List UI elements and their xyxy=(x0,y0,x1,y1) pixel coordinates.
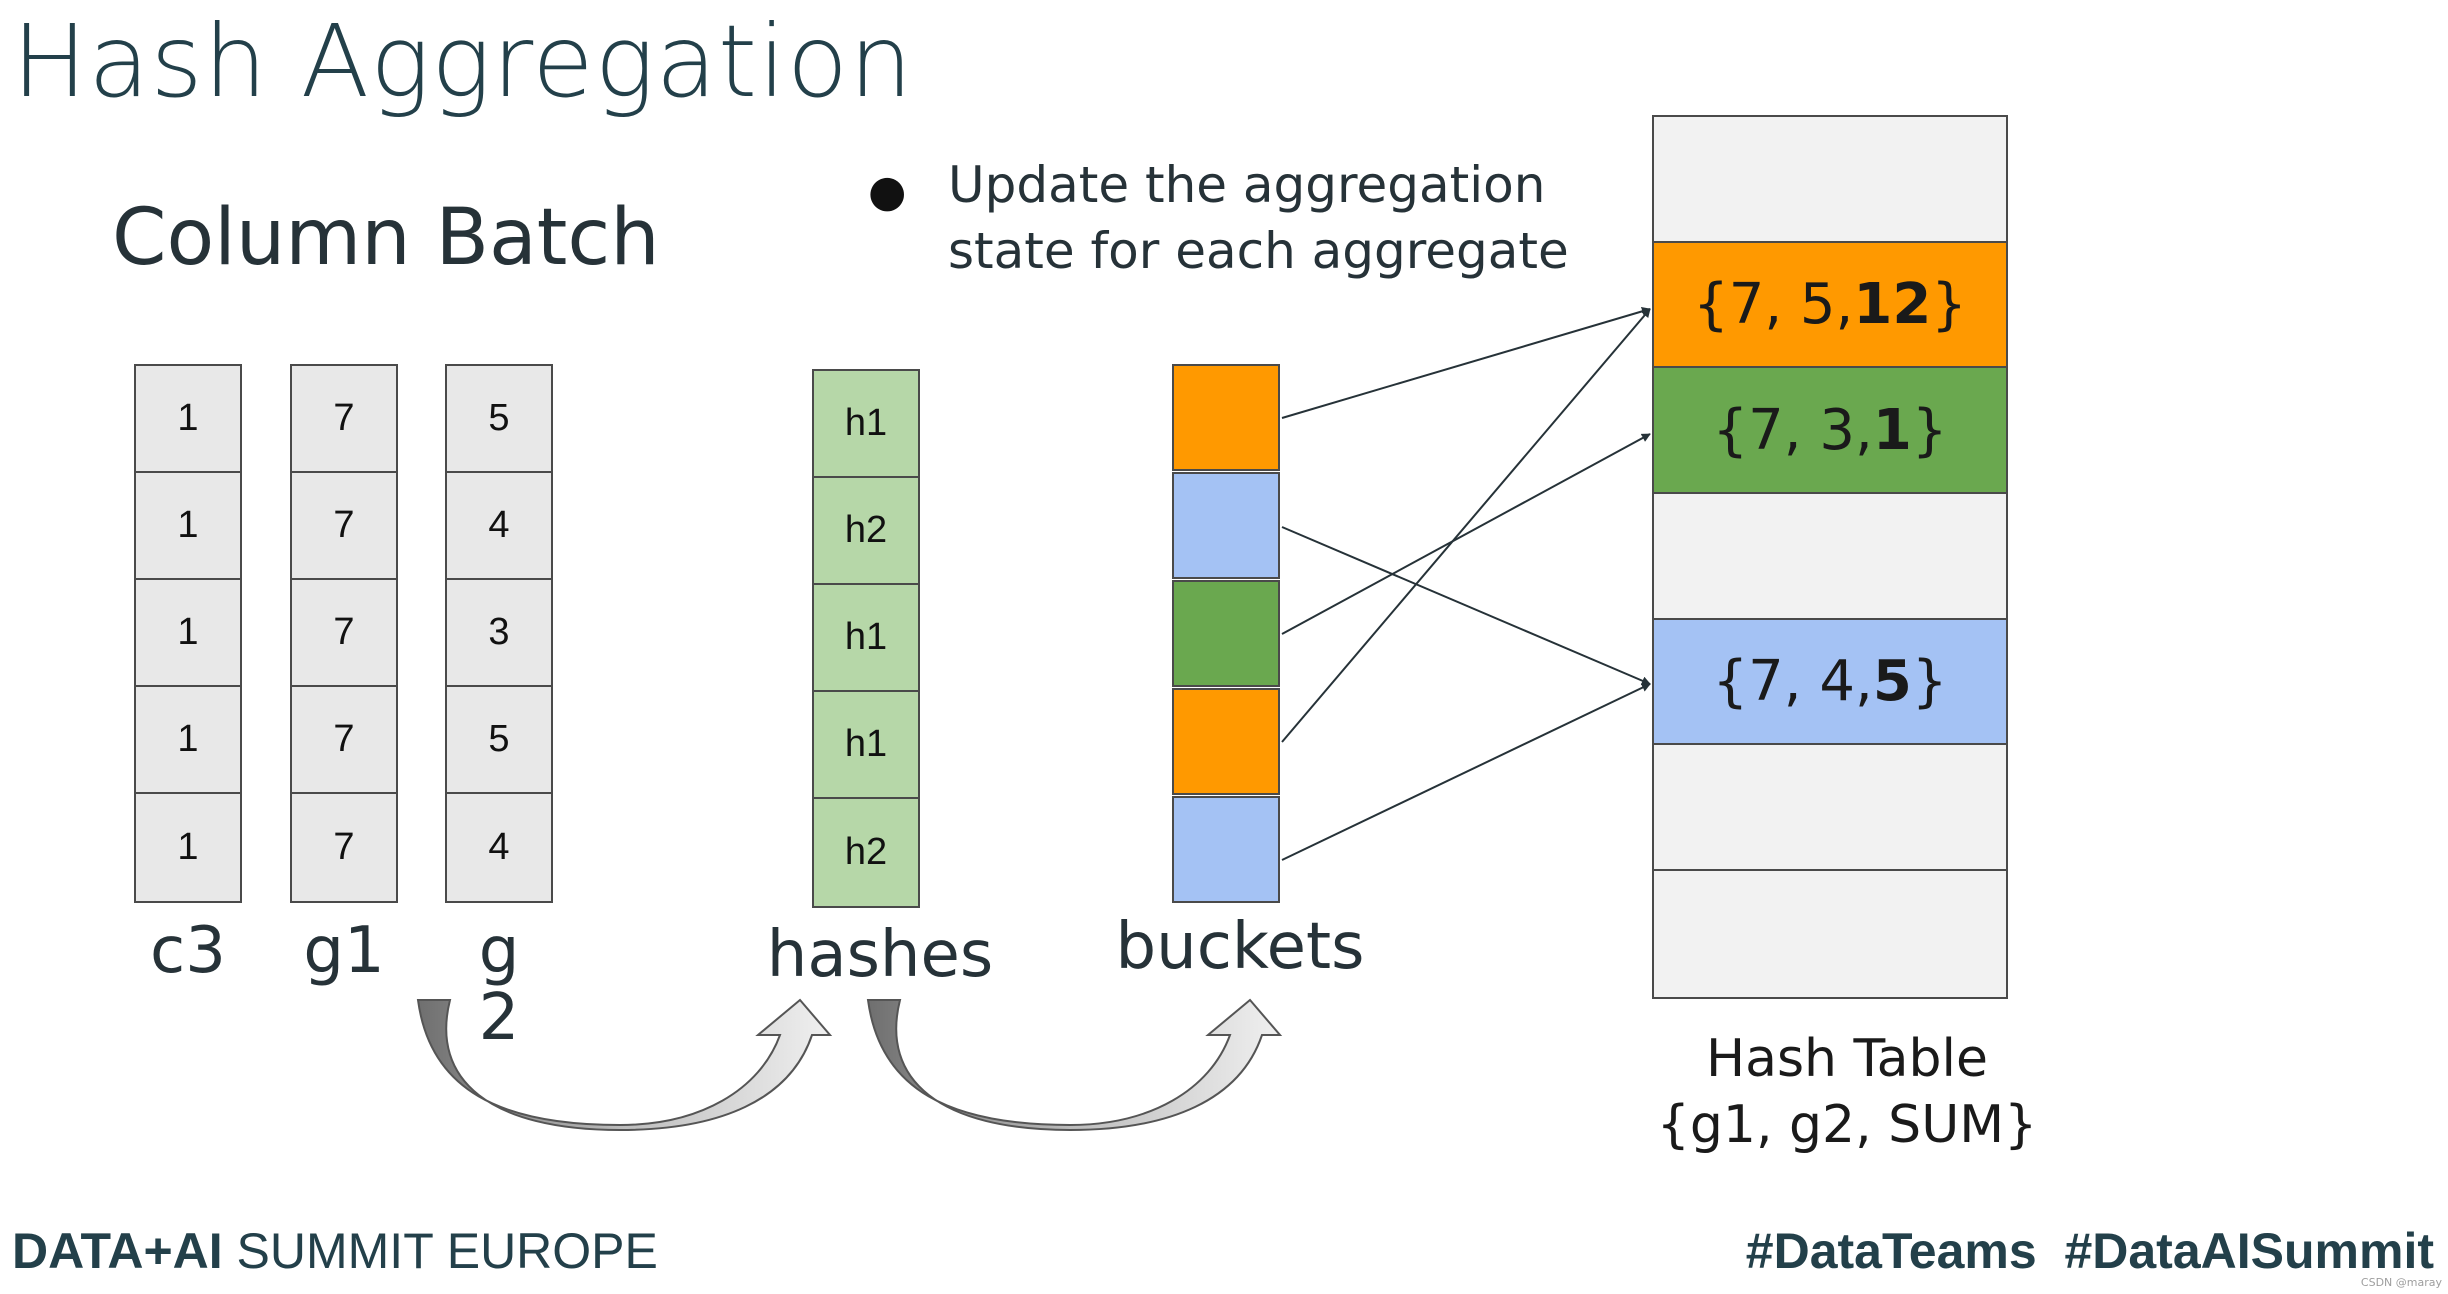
cell: 1 xyxy=(136,687,240,794)
hash-table-row-sum: 12 xyxy=(1853,272,1932,338)
column-label-c3: c3 xyxy=(150,914,226,988)
bullet-point: ● Update the aggregation state for each … xyxy=(868,152,1588,284)
bucket-cell xyxy=(1172,472,1280,579)
cell: 7 xyxy=(292,687,396,794)
cell: 4 xyxy=(447,473,551,580)
hashes-label: hashes xyxy=(766,918,994,992)
bucket-cell xyxy=(1172,364,1280,471)
column-label-g2-line-2: 2 xyxy=(478,981,520,1056)
brand-bold-text: DATA+AI xyxy=(12,1223,223,1279)
hash-table-row-prefix: {7, 4, xyxy=(1712,649,1873,715)
hash-table-row xyxy=(1654,871,2006,997)
hash-cell: h1 xyxy=(814,585,918,692)
hash-table-row-sum: 1 xyxy=(1872,397,1912,463)
buckets-label: buckets xyxy=(1115,910,1365,984)
curved-arrow-icon xyxy=(416,998,833,1132)
cell: 7 xyxy=(292,366,396,473)
brand-rest-text: SUMMIT EUROPE xyxy=(222,1223,658,1279)
hash-table-row xyxy=(1654,117,2006,243)
cell: 7 xyxy=(292,794,396,901)
cell: 5 xyxy=(447,687,551,794)
hash-cell: h1 xyxy=(814,371,918,478)
bullet-line-2: state for each aggregate xyxy=(948,222,1569,280)
hash-table-row xyxy=(1654,494,2006,620)
column-label-g2-line-1: g xyxy=(478,914,520,988)
curved-arrow-icon xyxy=(866,998,1283,1132)
bucket-cell xyxy=(1172,580,1280,687)
hash-table-row-suffix: } xyxy=(1911,397,1948,463)
hash-cell: h2 xyxy=(814,478,918,585)
cell: 1 xyxy=(136,794,240,901)
bullet-line-1: Update the aggregation xyxy=(948,156,1546,214)
bucket-arrow-3 xyxy=(1281,433,1651,635)
slide-title: Hash Aggregation xyxy=(12,3,914,120)
hashes-column: h1 h2 h1 h1 h2 xyxy=(812,369,920,908)
bucket-arrow-5 xyxy=(1281,683,1651,861)
bucket-arrow-4 xyxy=(1281,308,1651,743)
column-batch-heading: Column Batch xyxy=(112,193,660,283)
hash-table-caption-line-2: {g1, g2, SUM} xyxy=(1656,1095,2038,1155)
watermark: CSDN @maray xyxy=(2360,1276,2442,1289)
hash-table-caption: Hash Table {g1, g2, SUM} xyxy=(1652,1026,2042,1158)
bullet-text: Update the aggregation state for each ag… xyxy=(948,152,1588,284)
hash-cell: h2 xyxy=(814,799,918,906)
hash-table-row-sum: 5 xyxy=(1872,649,1912,715)
cell: 1 xyxy=(136,366,240,473)
bucket-arrow-1 xyxy=(1281,306,1651,419)
hashtags: #DataTeams #DataAISummit xyxy=(1745,1223,2434,1279)
column-g1: 7 7 7 7 7 xyxy=(290,364,398,903)
hash-table-row-suffix: } xyxy=(1911,649,1948,715)
hash-table-row: {7, 3, 1} xyxy=(1654,368,2006,495)
hash-table-row-prefix: {7, 3, xyxy=(1712,397,1873,463)
hash-table-row: {7, 5, 12} xyxy=(1654,242,2006,369)
hash-table-row xyxy=(1654,745,2006,872)
hash-table-row: {7, 4, 5} xyxy=(1654,619,2006,746)
column-label-g2: g 2 xyxy=(445,914,553,1056)
cell: 1 xyxy=(136,473,240,580)
event-brand-logo: DATA+AI SUMMIT EUROPE xyxy=(12,1222,658,1280)
hash-table-caption-line-1: Hash Table xyxy=(1705,1029,1988,1089)
hash-table-row-suffix: } xyxy=(1931,272,1967,338)
bucket-arrow-2 xyxy=(1281,526,1651,685)
bucket-cell xyxy=(1172,688,1280,795)
bucket-cell xyxy=(1172,796,1280,903)
cell: 5 xyxy=(447,366,551,473)
column-g2: 5 4 3 5 4 xyxy=(445,364,553,903)
hash-table: {7, 5, 12} {7, 3, 1} {7, 4, 5} xyxy=(1652,115,2008,999)
hash-table-row-prefix: {7, 5, xyxy=(1693,272,1854,338)
column-label-g1: g1 xyxy=(303,914,385,988)
hash-cell: h1 xyxy=(814,692,918,799)
column-c3: 1 1 1 1 1 xyxy=(134,364,242,903)
cell: 7 xyxy=(292,580,396,687)
bullet-dot-icon: ● xyxy=(868,166,907,217)
cell: 7 xyxy=(292,473,396,580)
cell: 1 xyxy=(136,580,240,687)
cell: 4 xyxy=(447,794,551,901)
cell: 3 xyxy=(447,580,551,687)
